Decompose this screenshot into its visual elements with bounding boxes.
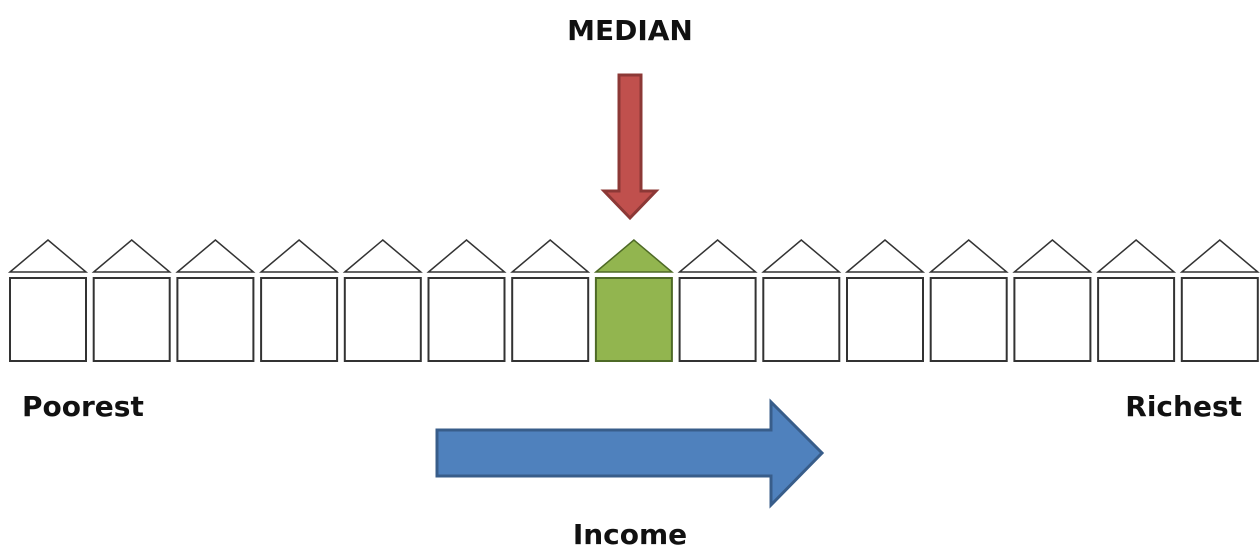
- poorest-label: Poorest: [22, 390, 144, 423]
- house-body: [511, 277, 590, 362]
- house-roof: [342, 239, 423, 273]
- house: [928, 239, 1009, 362]
- house-roof: [259, 239, 340, 273]
- house-body: [427, 277, 506, 362]
- house-roof: [1096, 239, 1177, 273]
- house-roof: [426, 239, 507, 273]
- right-arrow-icon: [435, 398, 825, 509]
- house-body: [176, 277, 255, 362]
- median-label: MEDIAN: [567, 14, 693, 47]
- house-body: [92, 277, 171, 362]
- down-arrow-icon: [600, 73, 660, 221]
- house-roof: [7, 239, 89, 273]
- house-body: [9, 277, 87, 362]
- house: [7, 239, 89, 362]
- house: [510, 239, 591, 362]
- house-body: [1097, 277, 1176, 362]
- house: [677, 239, 758, 362]
- house-roof: [677, 239, 758, 273]
- house: [761, 239, 842, 362]
- house-roof: [928, 239, 1009, 273]
- house: [259, 239, 340, 362]
- house: [1179, 239, 1260, 362]
- median-house: [593, 239, 674, 362]
- house: [844, 239, 926, 362]
- house-body: [1013, 277, 1092, 362]
- houses-row: [7, 239, 1260, 362]
- richest-label: Richest: [1125, 390, 1242, 423]
- house: [1096, 239, 1177, 362]
- house-body: [846, 277, 924, 362]
- income-label: Income: [572, 518, 688, 551]
- house-body: [594, 277, 673, 362]
- house-roof: [91, 239, 172, 273]
- house-body: [929, 277, 1008, 362]
- house-roof: [761, 239, 842, 273]
- house-roof: [175, 239, 256, 273]
- house-body: [343, 277, 422, 362]
- house-roof: [1179, 239, 1260, 273]
- house: [1012, 239, 1093, 362]
- house-body: [260, 277, 339, 362]
- house-body: [1180, 277, 1259, 362]
- house-roof: [1012, 239, 1093, 273]
- house-body: [762, 277, 841, 362]
- house: [91, 239, 172, 362]
- house: [342, 239, 423, 362]
- house: [175, 239, 256, 362]
- house: [426, 239, 507, 362]
- house-roof: [844, 239, 926, 273]
- house-roof: [593, 239, 674, 273]
- house-body: [678, 277, 757, 362]
- house-roof: [510, 239, 591, 273]
